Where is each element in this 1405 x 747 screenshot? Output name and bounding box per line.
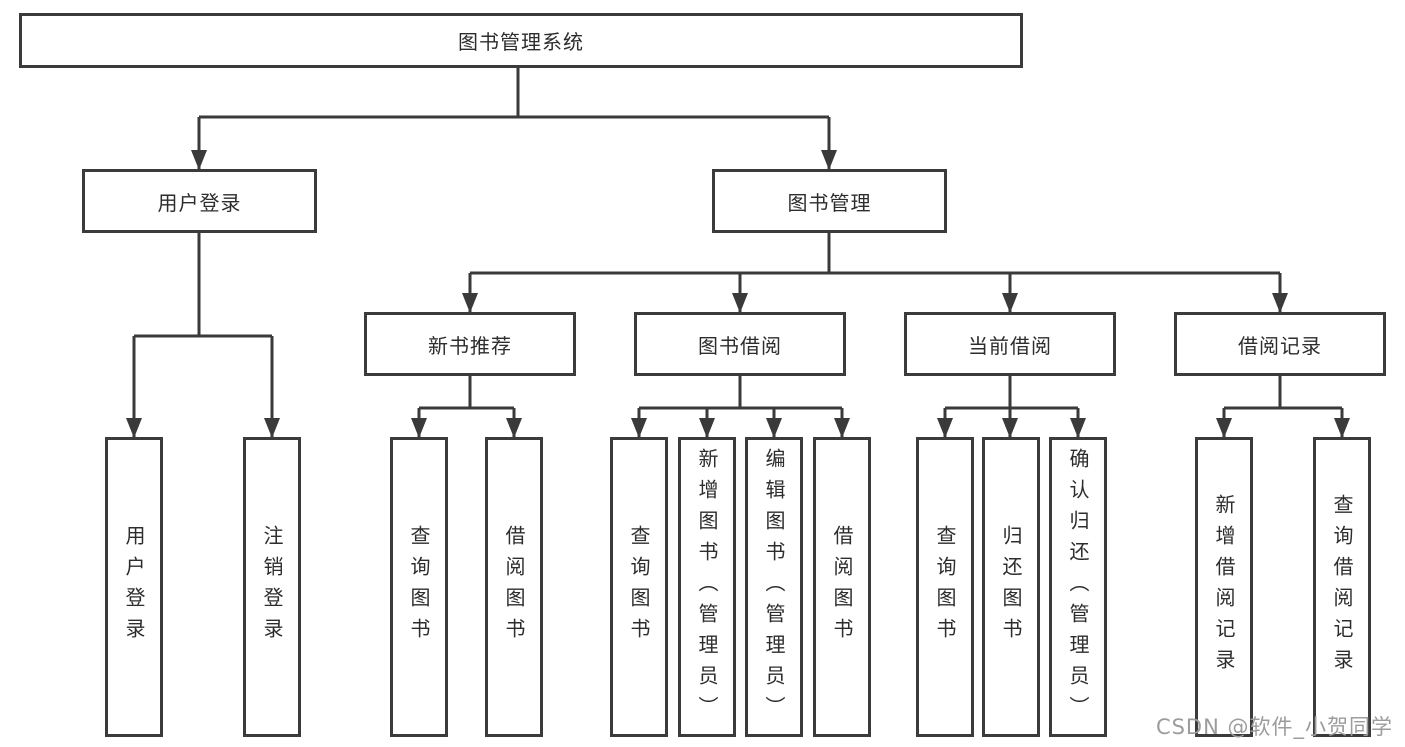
leaf-cb-return-books-label: 归还图书: [999, 525, 1023, 649]
csdn-watermark: CSDN @软件_小贺同学: [1155, 715, 1393, 739]
leaf-nb-borrow-books: 借阅图书: [485, 437, 543, 737]
leaf-nb-query-books-label: 查询图书: [407, 525, 431, 649]
node-new-book-recommend-label: 新书推荐: [428, 333, 512, 358]
leaf-bb-edit-books: 编辑图书（管理员）: [745, 437, 803, 737]
leaf-logout: 注销登录: [243, 437, 301, 737]
node-book-management: 图书管理: [712, 169, 947, 233]
node-new-book-recommend: 新书推荐: [364, 312, 576, 376]
node-book-borrow: 图书借阅: [634, 312, 846, 376]
leaf-user-login-label: 用户登录: [122, 525, 146, 649]
leaf-nb-query-books: 查询图书: [390, 437, 448, 737]
leaf-bb-add-books-label: 新增图书（管理员）: [695, 447, 719, 727]
node-book-borrow-label: 图书借阅: [698, 333, 782, 358]
node-borrow-records-label: 借阅记录: [1238, 333, 1322, 358]
node-library-system: 图书管理系统: [19, 13, 1023, 68]
leaf-cb-confirm-return: 确认归还（管理员）: [1049, 437, 1107, 737]
leaf-bb-borrow-books: 借阅图书: [813, 437, 871, 737]
node-book-management-label: 图书管理: [787, 190, 872, 215]
leaf-bb-query-books-label: 查询图书: [627, 525, 651, 649]
leaf-br-query-record-label: 查询借阅记录: [1330, 494, 1354, 680]
leaf-user-login: 用户登录: [105, 437, 163, 737]
leaf-cb-query-books: 查询图书: [916, 437, 974, 737]
leaf-bb-edit-books-label: 编辑图书（管理员）: [762, 447, 786, 727]
leaf-br-add-record-label: 新增借阅记录: [1212, 494, 1236, 680]
node-library-system-label: 图书管理系统: [458, 30, 584, 54]
leaf-cb-return-books: 归还图书: [982, 437, 1040, 737]
leaf-bb-add-books: 新增图书（管理员）: [678, 437, 736, 737]
leaf-bb-borrow-books-label: 借阅图书: [830, 525, 854, 649]
leaf-logout-label: 注销登录: [260, 525, 284, 649]
node-borrow-records: 借阅记录: [1174, 312, 1386, 376]
leaf-br-add-record: 新增借阅记录: [1195, 437, 1253, 737]
leaf-nb-borrow-books-label: 借阅图书: [502, 525, 526, 649]
node-user-login: 用户登录: [82, 169, 317, 233]
leaf-cb-confirm-return-label: 确认归还（管理员）: [1066, 447, 1090, 727]
node-user-login-label: 用户登录: [157, 190, 242, 215]
node-current-borrow-label: 当前借阅: [968, 333, 1052, 358]
leaf-br-query-record: 查询借阅记录: [1313, 437, 1371, 737]
node-current-borrow: 当前借阅: [904, 312, 1116, 376]
leaf-bb-query-books: 查询图书: [610, 437, 668, 737]
leaf-cb-query-books-label: 查询图书: [933, 525, 957, 649]
